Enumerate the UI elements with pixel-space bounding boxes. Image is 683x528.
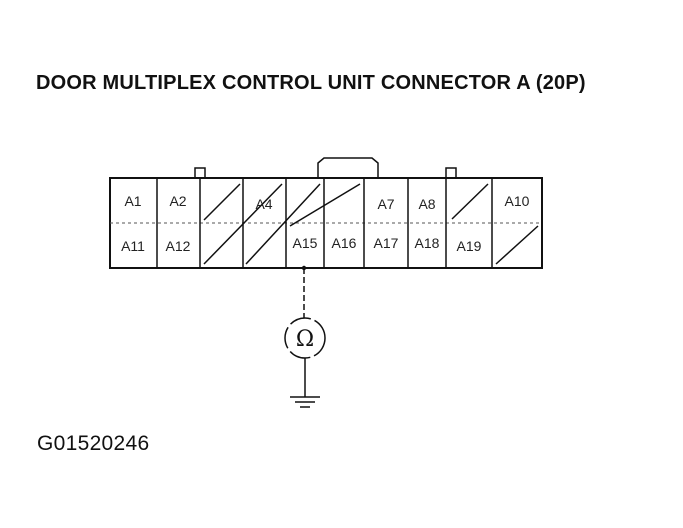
pin-a16: A16 xyxy=(332,235,357,251)
connector-latch-right xyxy=(445,167,457,179)
figure-code: G01520246 xyxy=(37,432,150,455)
pin-a18: A18 xyxy=(415,235,440,251)
blank-cavity-marks xyxy=(203,183,539,265)
pin-a4: A4 xyxy=(255,196,272,212)
blank-cavity-a9 xyxy=(451,183,489,220)
blank-cavity-a20 xyxy=(495,225,539,265)
blank-cavity-a6 xyxy=(289,183,361,227)
top-row-pins: A1 A2 A4 A7 A8 A10 xyxy=(124,193,529,212)
pin-a2: A2 xyxy=(169,193,186,209)
diagram-title: DOOR MULTIPLEX CONTROL UNIT CONNECTOR A … xyxy=(36,72,586,94)
pin-a17: A17 xyxy=(374,235,399,251)
bottom-row-pins: A11 A12 A15 A16 A17 A18 A19 xyxy=(121,235,482,254)
pin-a15: A15 xyxy=(293,235,318,251)
ohm-icon: Ω xyxy=(296,327,314,352)
pin-a12: A12 xyxy=(166,238,191,254)
pin-a7: A7 xyxy=(377,196,394,212)
pin-a10: A10 xyxy=(505,193,530,209)
blank-cavity-a14-a5 xyxy=(245,183,321,265)
pin-a8: A8 xyxy=(418,196,435,212)
ohmmeter-symbol: Ω xyxy=(284,317,326,359)
pin-a19: A19 xyxy=(457,238,482,254)
pin-a1: A1 xyxy=(124,193,141,209)
ground-icon xyxy=(290,396,320,408)
connector-latch-left xyxy=(194,167,206,179)
connector-lock-tab xyxy=(317,157,379,178)
pin-a11: A11 xyxy=(121,238,145,254)
blank-cavity-a3 xyxy=(203,183,241,221)
blank-cavity-a13-a4 xyxy=(203,183,283,265)
